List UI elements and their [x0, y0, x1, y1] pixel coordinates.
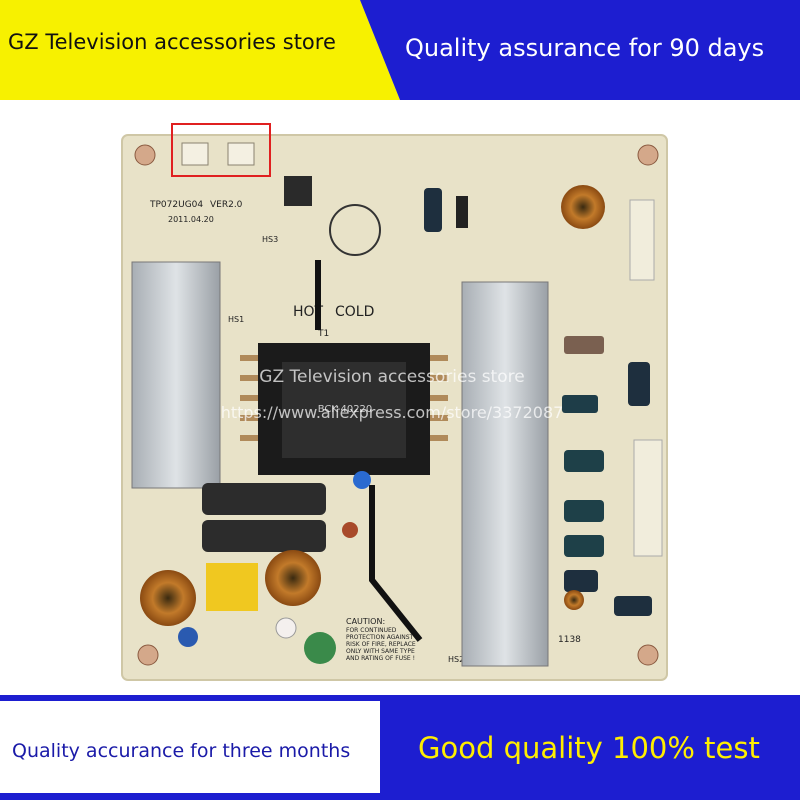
top-right-banner-bg	[360, 0, 800, 100]
silk-cold: COLD	[335, 304, 374, 320]
red-capacitor	[342, 522, 358, 538]
bottom-left-banner-bg	[0, 701, 380, 793]
white-cap	[275, 617, 297, 639]
svg-text:AND RATING OF FUSE !: AND RATING OF FUSE !	[346, 655, 415, 662]
label-hs1: HS1	[228, 315, 244, 324]
heatsink-left	[131, 261, 221, 489]
top-banner	[0, 0, 800, 100]
quality-assurance-banner: Quality assurance for 90 days	[405, 34, 765, 62]
cap-top-1	[284, 176, 312, 206]
yellow-x-capacitor	[206, 563, 258, 611]
bulk-capacitors	[202, 483, 326, 552]
highlight-box	[171, 123, 271, 177]
code-label: 1138	[558, 635, 581, 645]
connector-right	[633, 439, 663, 557]
transformer-pins	[240, 355, 448, 441]
svg-text:RISK OF FIRE, REPLACE: RISK OF FIRE, REPLACE	[346, 641, 416, 648]
coil-top-right	[561, 185, 605, 229]
quality-accurance-banner: Quality accurance for three months	[12, 740, 351, 762]
transformer-label: BCK-40220	[318, 404, 373, 415]
heatsink-right	[461, 281, 549, 667]
label-t1: T1	[317, 329, 329, 339]
svg-text:CAUTION:: CAUTION:	[346, 617, 385, 626]
watermark-store: GZ Television accessories store	[259, 367, 524, 387]
board-date: 2011.04.20	[168, 215, 214, 224]
isolation-line	[315, 260, 423, 642]
capacitors-right	[562, 336, 652, 616]
board-model: TP072UG04	[149, 200, 203, 210]
bottom-banner	[0, 695, 800, 800]
store-name-banner: GZ Television accessories store	[8, 30, 336, 54]
board-version: VER2.0	[210, 200, 243, 210]
diode-top	[456, 196, 468, 228]
svg-text:FOR CONTINUED: FOR CONTINUED	[346, 627, 397, 634]
caution-text: CAUTION: FOR CONTINUED PROTECTION AGAINS…	[346, 617, 416, 662]
pcb-photo: TP072UG04 VER2.0 2011.04.20 HOT COLD T1 …	[121, 123, 668, 681]
watermark-url: https://www.aliexpress.com/store/3372087	[221, 403, 564, 422]
toroid-left	[140, 570, 196, 626]
capacitor-top	[424, 188, 442, 232]
svg-text:PROTECTION AGAINST: PROTECTION AGAINST	[346, 634, 414, 641]
coil-top	[329, 204, 381, 256]
top-connector	[181, 142, 255, 166]
top-left-banner-bg	[0, 0, 400, 100]
green-thermistor	[304, 632, 336, 664]
blue-capacitor	[353, 471, 371, 489]
svg-text:ONLY WITH SAME TYPE: ONLY WITH SAME TYPE	[346, 648, 415, 655]
toroid-right	[265, 550, 321, 606]
good-quality-banner: Good quality 100% test	[418, 731, 760, 765]
mounting-holes	[134, 144, 659, 666]
blue-y-cap	[178, 627, 198, 647]
label-hs2: HS2	[448, 655, 464, 664]
label-hs3: HS3	[262, 235, 278, 244]
connector-top-right	[629, 199, 655, 281]
transformer-core	[282, 362, 406, 458]
